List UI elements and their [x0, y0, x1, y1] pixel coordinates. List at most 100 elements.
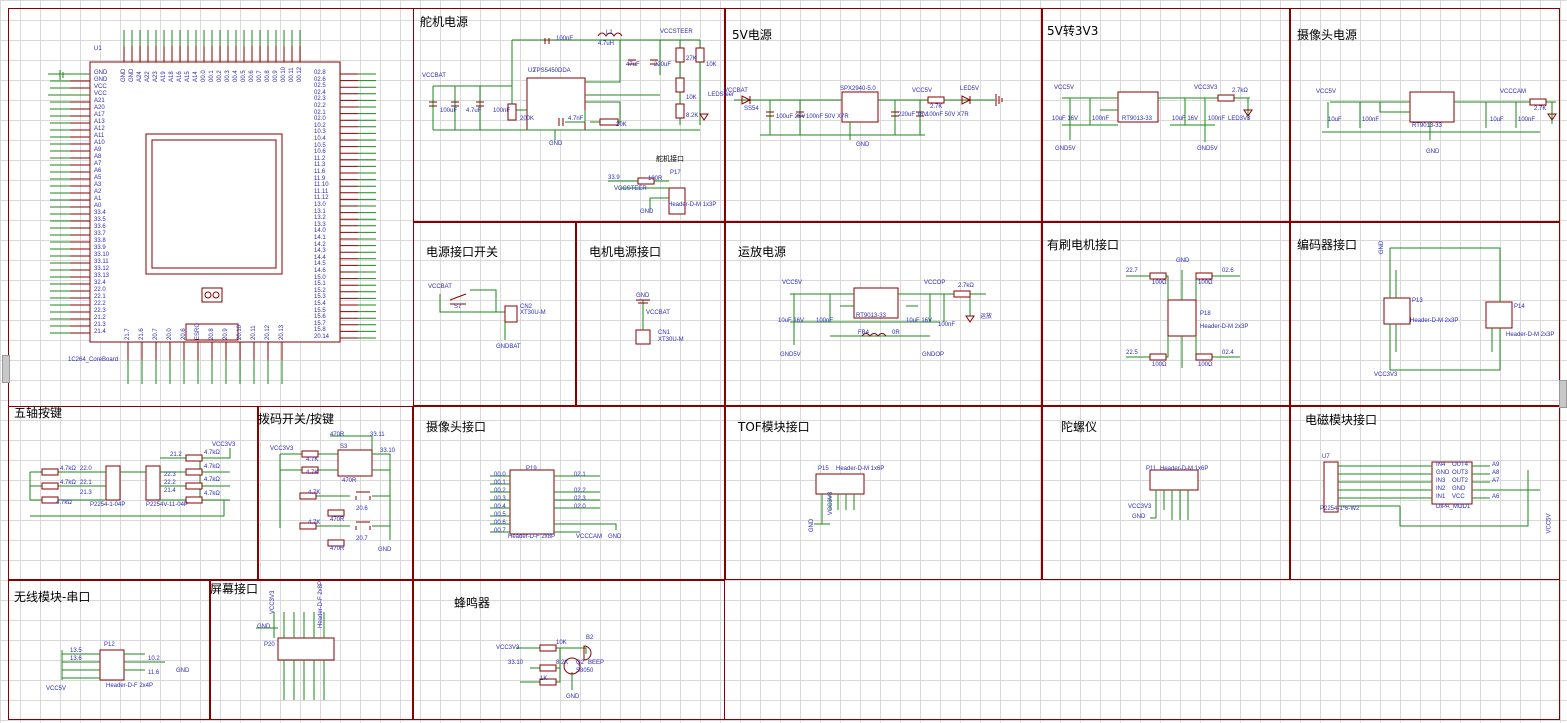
screen-circuit[interactable] [256, 612, 335, 700]
brushed-r18: 100Ω [1152, 280, 1167, 286]
mcu-right-pin-label: 02.1 [314, 109, 326, 116]
mcu-bottom-pin-label: 20.11 [251, 325, 257, 340]
opamp-circuit[interactable] [790, 287, 986, 345]
servo-r4: 8.2K [686, 113, 699, 119]
gyro-circuit[interactable] [1149, 469, 1199, 520]
mcu-u1[interactable] [50, 30, 376, 384]
motor-gnd: GND [636, 293, 650, 299]
tof-circuit[interactable] [814, 473, 865, 525]
servo-connector-title: 舵机接口 [656, 156, 684, 163]
mcu-left-pin-label: VCC [94, 84, 107, 90]
title-em-port: 电磁模块接口 [1305, 413, 1378, 427]
em-in1: IN1 [1436, 494, 1446, 500]
mcu-top-pin-label: 00.11 [289, 67, 295, 82]
mcu-bottom-pin-label: 20.13 [279, 324, 285, 340]
mcu-top-pin-label: A24 [137, 71, 143, 82]
screen-gnd: GND [257, 624, 271, 630]
mcu-right-pin-label: 10.5 [314, 142, 326, 149]
frame-fiveway [8, 406, 258, 580]
mcu-top-pin-label: 00.3 [225, 70, 231, 82]
3v3-gnd: GND5V [1055, 146, 1076, 152]
tof-gnd: GND [809, 518, 816, 533]
mcu-left-pin-label: 33.12 [94, 266, 110, 272]
wireless-r2: 11.6 [148, 670, 160, 676]
buzzer-circuit[interactable] [516, 644, 592, 690]
5v-circuit[interactable] [734, 91, 1003, 140]
mcu-right-pin-label: 14.0 [314, 228, 326, 235]
servo-l1-ref: L1 [606, 30, 613, 36]
mcu-left-pin-label: 32.4 [94, 280, 106, 286]
camport-l1: 00.1 [494, 480, 506, 486]
em-gnd1: GND [1436, 470, 1450, 476]
mcu-top-pin-label: A14 [193, 71, 199, 82]
servo-c3: 100nF [493, 108, 511, 114]
mcu-right-pin-label: 10.6 [314, 149, 326, 156]
mcu-left-pin-label: A5 [94, 175, 102, 181]
mcu-left-pin-label: A2 [94, 189, 102, 195]
left-scroll-handle[interactable] [2, 355, 10, 383]
mcu-left-pin-label: 22.2 [94, 301, 106, 307]
mcu-right-pin-label: 15.2 [314, 287, 326, 294]
right-scroll-handle[interactable] [1559, 380, 1567, 408]
buzzer-b: BEEP [588, 660, 605, 666]
5v-gnd: GND [856, 142, 870, 148]
camport-circuit[interactable] [490, 469, 617, 535]
3v3-gnd2: GND5V [1197, 146, 1218, 152]
servo-circuit[interactable] [429, 32, 709, 215]
encoder-circuit[interactable] [1383, 247, 1513, 371]
mcu-right-pin-label: 10.4 [314, 136, 326, 142]
opamp-c21: 10uF 16V [778, 318, 805, 324]
servo-led: LEDSteer [708, 92, 735, 98]
5v-led: LED5V [960, 86, 980, 92]
mcu-ref: U1 [94, 46, 102, 52]
3v3-c18: 100nF [1208, 116, 1226, 122]
camport-r2: 02.3 [574, 496, 586, 502]
power-switch-circuit[interactable] [439, 289, 518, 340]
em-gnd2: GND [1452, 486, 1466, 492]
dip-circuit[interactable] [279, 435, 391, 547]
frame-5v [725, 8, 1042, 222]
mcu-name: 1C264_CoreBoard [68, 357, 119, 363]
mcu-left-pin-label: A9 [94, 147, 102, 153]
servo-ic: TPS5450DDA [533, 68, 571, 74]
dip-switch: S3 [340, 444, 348, 450]
servo-r3: 10K [686, 95, 697, 101]
servo-out: VCCSTEER [660, 29, 693, 35]
mcu-left-pin-label: 33.13 [94, 273, 110, 279]
mcu-left-pin-label: A12 [94, 126, 105, 132]
motor-power-circuit[interactable] [635, 299, 651, 345]
servo-conn-ref: P17 [670, 170, 681, 176]
mcu-right-pin-label: 02.4 [314, 89, 326, 96]
dip-net1: 33.11 [370, 432, 385, 438]
opamp-fb-val: 0R [892, 330, 900, 336]
opamp-fb: FB4 [858, 330, 870, 336]
title-gyro: 陀螺仪 [1061, 420, 1098, 434]
mcu-top-pin-label: GND [121, 68, 127, 82]
em-circuit[interactable] [1323, 461, 1540, 527]
em-ic: DIPA_MOD1 [1436, 504, 1471, 510]
wireless-circuit[interactable] [61, 649, 165, 681]
mcu-left-pin-label: A11 [94, 133, 105, 139]
opamp-c22: 100nF [816, 318, 834, 324]
tof-conn-ref: P15 [818, 466, 829, 472]
3v3-circuit[interactable] [1062, 91, 1253, 142]
mcu-right-pin-label: 14.3 [314, 248, 326, 255]
mcu-left-pin-label: A7 [94, 161, 102, 167]
em-in4: IN4 [1436, 462, 1446, 468]
cam-c21: 100nF [1518, 117, 1536, 123]
mcu-right-pin-label: 15.6 [314, 314, 326, 321]
brushed-net3: 22.5 [1126, 350, 1138, 356]
opamp-out: VCCOP [924, 280, 946, 286]
em-a8: A8 [1492, 470, 1500, 476]
title-dip-switch: 拨码开关/按键 [258, 412, 335, 426]
brushed-circuit[interactable] [1126, 270, 1240, 368]
pswitch-gnd: GNDBAT [496, 344, 521, 350]
fiveway-circuit[interactable] [29, 448, 231, 517]
campower-circuit[interactable] [1322, 91, 1557, 140]
servo-c4: 100nF [556, 36, 574, 42]
mcu-right-pin-label: 02.5 [314, 83, 326, 90]
buzzer-net: 33.10 [508, 660, 524, 666]
mcu-top-pin-label: 00.10 [281, 66, 287, 82]
